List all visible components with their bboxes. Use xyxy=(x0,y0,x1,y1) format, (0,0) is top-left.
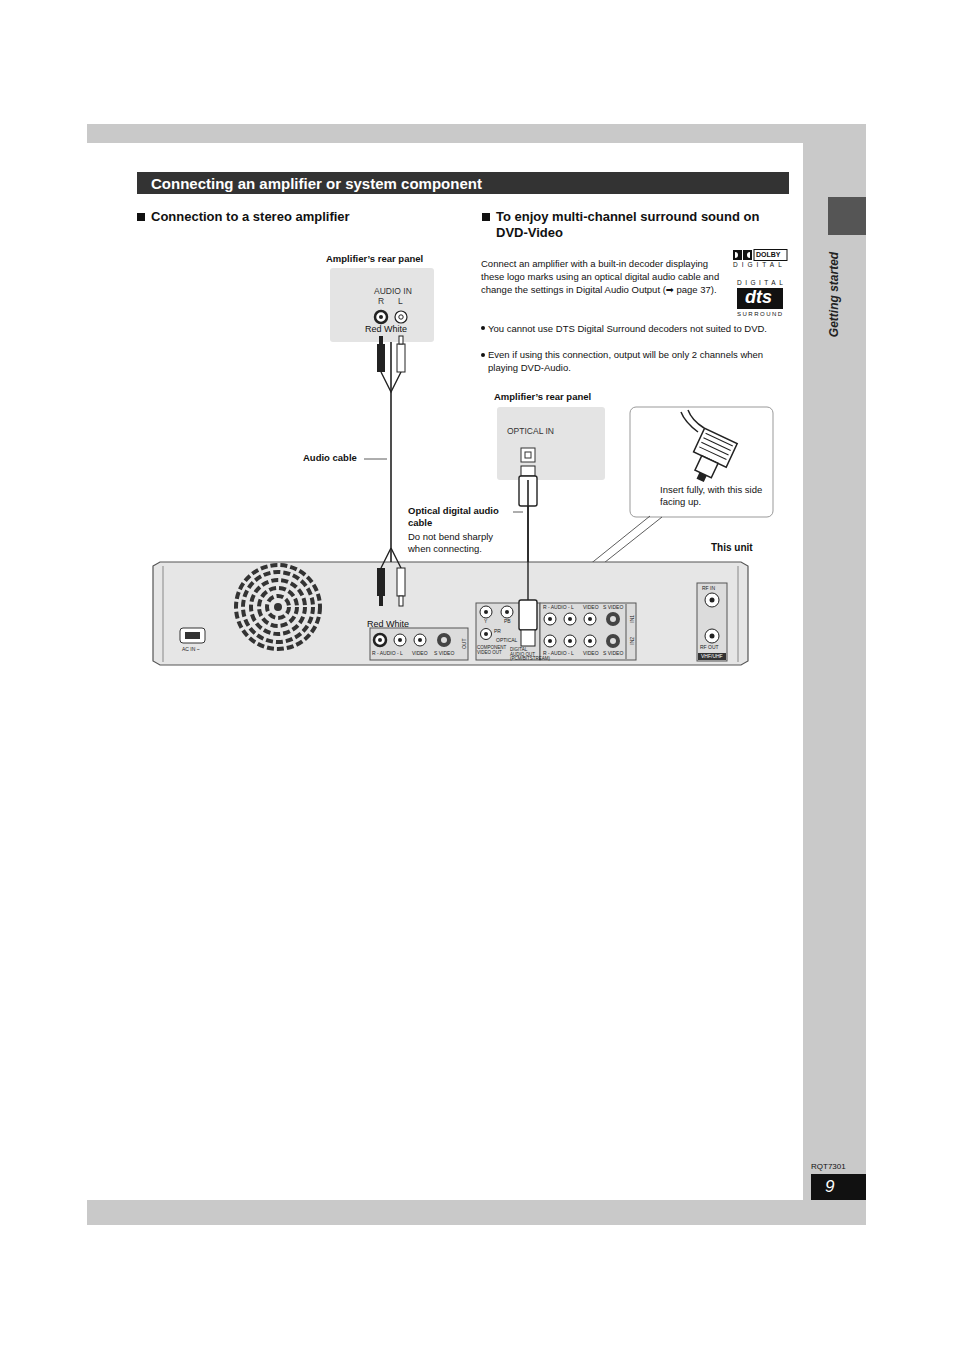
terminal-label: VIDEO xyxy=(583,651,599,657)
jack-label: AUDIO IN xyxy=(374,286,412,297)
logo-text: DIGITAL xyxy=(733,261,786,269)
bullet-note: Even if using this connection, output wi… xyxy=(488,348,788,374)
terminal-label: S VIDEO xyxy=(434,651,454,657)
terminal-label: COMPONENT VIDEO OUT xyxy=(477,646,509,655)
logo-text: DIGITAL xyxy=(737,279,786,287)
terminal-label: PR xyxy=(494,629,501,635)
terminal-label: VIDEO xyxy=(583,605,599,611)
section-title: Connecting an amplifier or system compon… xyxy=(151,175,482,194)
terminal-label: S VIDEO xyxy=(603,651,623,657)
page-number: 9 xyxy=(825,1176,834,1197)
title-band: Connecting an amplifier or system compon… xyxy=(137,172,789,194)
cable-line xyxy=(527,480,529,562)
document-code: RQT7301 xyxy=(811,1162,846,1172)
logo-text: dts xyxy=(745,286,772,308)
jack-label: R xyxy=(378,296,384,307)
subheading: Connection to a stereo amplifier xyxy=(151,209,350,225)
terminal-label: PB xyxy=(504,619,511,625)
terminal-label: VIDEO xyxy=(412,651,428,657)
panel-heading: Amplifier’s rear panel xyxy=(326,253,423,265)
amplifier-panel: Amplifier’s rear panelOPTICAL IN xyxy=(497,407,605,480)
terminal-label: DIGITAL AUDIO OUT (PCM/BITSTREAM) xyxy=(510,648,540,662)
terminal-label: AC IN ~ xyxy=(182,647,200,653)
note-text: Do not bend sharply when connecting. xyxy=(408,531,511,555)
terminal-label: VHF/UHF xyxy=(701,654,723,660)
body-text: Connect an amplifier with a built-in dec… xyxy=(481,257,729,296)
terminal-label: R - AUDIO - L xyxy=(543,651,574,657)
terminal-label: IN2 xyxy=(630,633,636,649)
jack-label: L xyxy=(398,296,403,307)
unit-heading: This unit xyxy=(711,542,753,555)
part-label: Optical digital audio cable xyxy=(408,505,511,529)
amplifier-panel: Amplifier’s rear panelAUDIO INRLRed Whit… xyxy=(330,268,434,342)
terminal-label: R - AUDIO - L xyxy=(372,651,403,657)
callout-note: Insert fully, with this side facing up. xyxy=(660,484,768,508)
terminal-label: Y xyxy=(484,619,487,625)
callout-box: Insert fully, with this side facing up. xyxy=(630,407,773,517)
terminal-label: RF OUT xyxy=(700,645,719,651)
cable-line xyxy=(390,342,392,562)
terminal-label: R - AUDIO - L xyxy=(543,605,574,611)
terminal-label: OPTICAL xyxy=(496,638,517,644)
terminal-label: S VIDEO xyxy=(603,605,623,611)
color-label: Red White xyxy=(367,619,409,630)
logo-text: DOLBY xyxy=(756,250,781,260)
subheading: To enjoy multi-channel surround sound on… xyxy=(496,209,788,241)
dvd-recorder-unit: This unitRed White xyxy=(153,562,748,665)
jack-label: OPTICAL IN xyxy=(507,426,554,437)
panel-heading: Amplifier’s rear panel xyxy=(494,391,591,403)
color-label: Red White xyxy=(365,324,407,335)
page-number-box: 9 xyxy=(811,1174,866,1200)
terminal-label: OUT xyxy=(462,632,468,656)
side-tab-label: Getting started xyxy=(827,248,842,342)
logo-text: SURROUND xyxy=(737,310,784,318)
terminal-label: RF IN xyxy=(702,586,715,592)
terminal-label: IN1 xyxy=(630,611,636,627)
bullet-note: You cannot use DTS Digital Surround deco… xyxy=(488,322,788,335)
part-label: Audio cable xyxy=(303,452,357,464)
